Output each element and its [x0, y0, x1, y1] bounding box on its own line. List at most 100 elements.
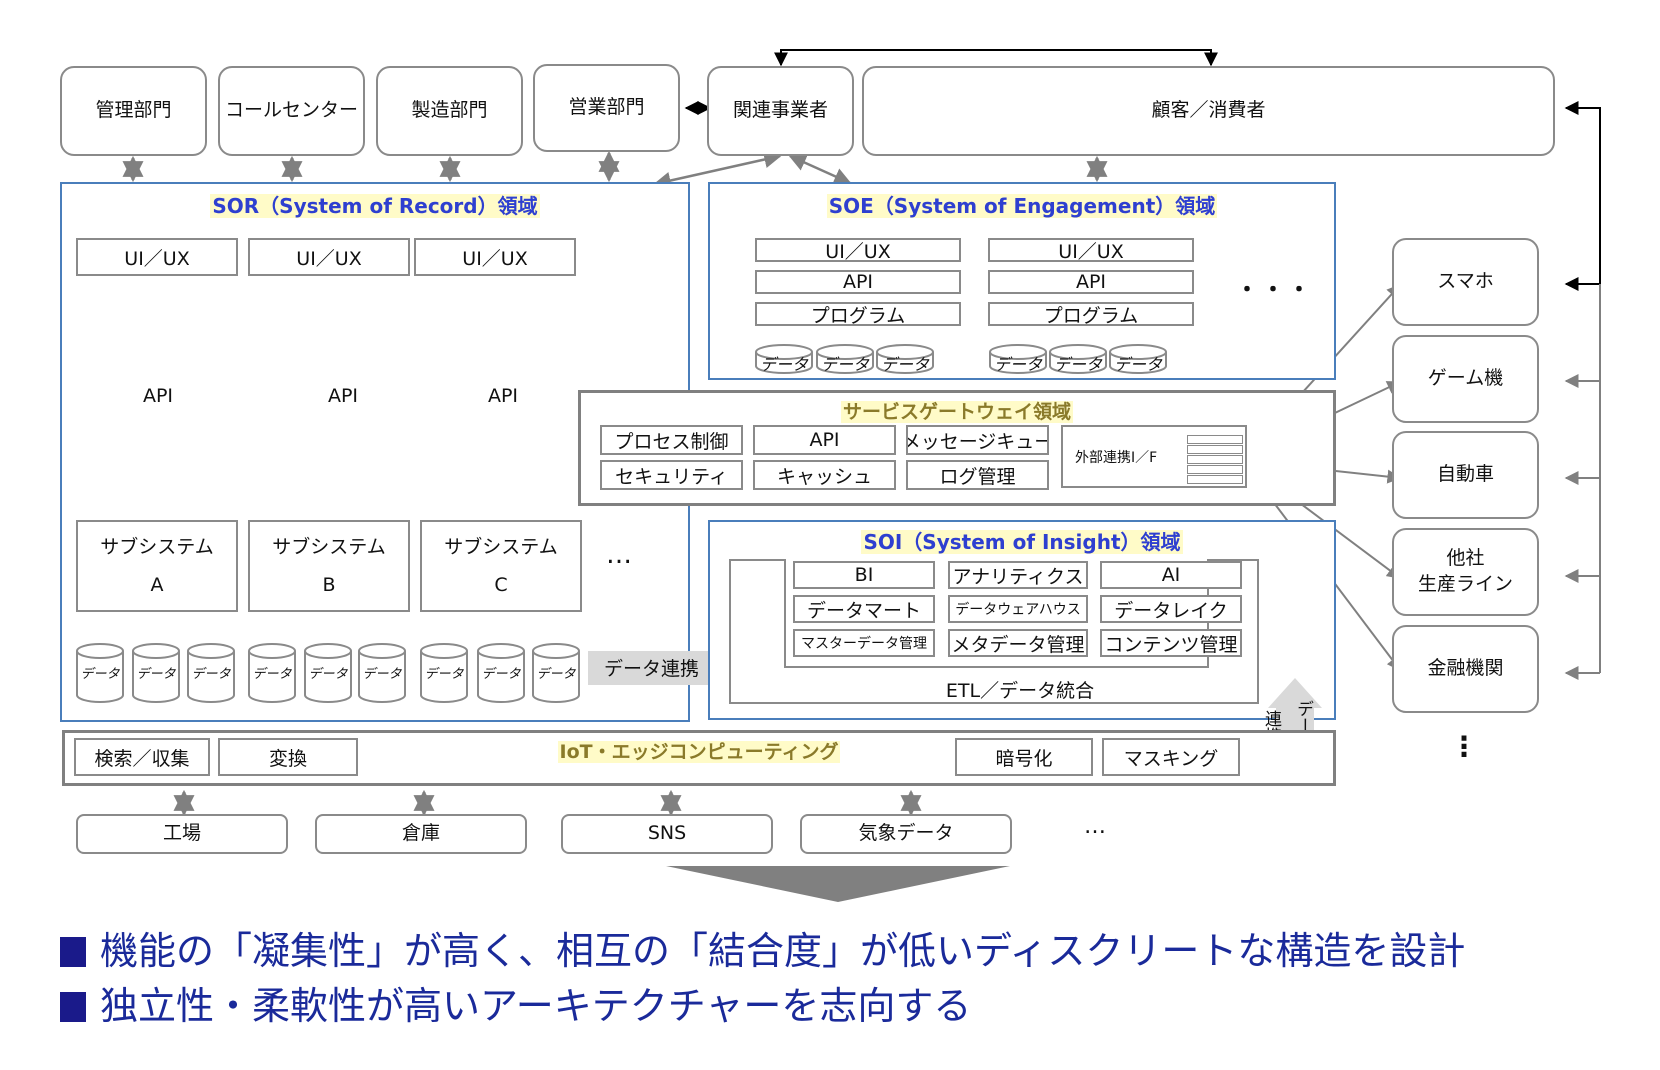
- data-store-label: データ: [1113, 355, 1162, 374]
- source-sns: SNS: [561, 814, 773, 854]
- data-store-label: データ: [362, 667, 402, 682]
- device-game-console: ゲーム機: [1392, 335, 1539, 423]
- data-store: データ: [989, 344, 1047, 374]
- data-store-label: データ: [136, 667, 176, 682]
- data-store: データ: [187, 643, 235, 703]
- soe-ellipsis: ・・・: [1236, 278, 1315, 303]
- data-store-label: データ: [880, 355, 929, 374]
- dept-label: 関連事業者: [732, 99, 828, 122]
- sor-ui-b: UI／UX: [248, 238, 410, 276]
- data-store: データ: [304, 643, 352, 703]
- data-link-arrow: データ連携: [588, 642, 740, 694]
- soe-program-1: プログラム: [755, 302, 961, 326]
- iot-encryption: 暗号化: [955, 738, 1093, 776]
- partner-customer-link: [774, 49, 1218, 67]
- soi-item: AI: [1100, 561, 1242, 589]
- data-link-label: データ連携: [604, 658, 700, 680]
- source-warehouse: 倉庫: [315, 814, 527, 854]
- sor-ui-c: UI／UX: [414, 238, 576, 276]
- sor-api-label-b: API: [327, 385, 359, 407]
- device-financial-institution: 金融機関: [1392, 625, 1539, 713]
- soi-item: データレイク: [1100, 595, 1242, 623]
- gateway-message-queue: メッセージキュー: [906, 425, 1049, 455]
- data-store: データ: [76, 643, 124, 703]
- data-store-label: データ: [308, 667, 348, 682]
- data-store: データ: [532, 643, 580, 703]
- sor-api-label-a: API: [142, 385, 174, 407]
- partner-companies: 関連事業者: [707, 66, 854, 156]
- soe-title: SOE（System of Engagement）領域: [826, 194, 1218, 218]
- port: [1187, 465, 1243, 474]
- data-store-label: データ: [993, 355, 1042, 374]
- source-factory: 工場: [76, 814, 288, 854]
- conclusion-text: 機能の「凝集性」が高く、相互の「結合度」が低いディスクリートな構造を設計: [100, 929, 1466, 973]
- gateway-process-control: プロセス制御: [600, 425, 743, 455]
- data-store-label: データ: [424, 667, 464, 682]
- data-store: データ: [1049, 344, 1107, 374]
- soi-item: データマート: [793, 595, 935, 623]
- dept-sales: 営業部門: [533, 64, 680, 152]
- device-smartphone: スマホ: [1392, 238, 1539, 326]
- data-store-label: データ: [191, 667, 231, 682]
- port: [1187, 475, 1243, 484]
- sor-ellipsis: …: [606, 540, 638, 570]
- data-store-label: データ: [820, 355, 869, 374]
- soe-ui-2: UI／UX: [988, 238, 1194, 262]
- down-arrow-icon: [666, 866, 1010, 902]
- etl-label: ETL／データ統合: [945, 680, 1095, 702]
- dept-label: 管理部門: [95, 99, 172, 122]
- data-store-label: データ: [536, 667, 576, 682]
- sor-title: SOR（System of Record）領域: [210, 194, 540, 218]
- data-link-arrow-icon: [588, 642, 740, 694]
- soi-item: BI: [793, 561, 935, 589]
- data-store-label: データ: [759, 355, 808, 374]
- external-if-label: 外部連携I／F: [1075, 450, 1158, 466]
- data-store: データ: [876, 344, 934, 374]
- dept-callcenter: コールセンター: [218, 66, 365, 156]
- source-weather: 気象データ: [800, 814, 1012, 854]
- dept-admin: 管理部門: [60, 66, 207, 156]
- sor-ui-a: UI／UX: [76, 238, 238, 276]
- iot-transform: 変換: [218, 738, 358, 776]
- bullet-square-icon: [60, 937, 86, 967]
- conclusion-text: 独立性・柔軟性が高いアーキテクチャーを志向する: [100, 984, 972, 1028]
- gateway-title: サービスゲートウェイ領域: [840, 401, 1073, 423]
- customer-smartphone-link: [1564, 101, 1601, 291]
- soi-item: マスターデータ管理: [793, 629, 935, 657]
- data-store-label: データ: [252, 667, 292, 682]
- iot-masking: マスキング: [1102, 738, 1240, 776]
- external-if-box: 外部連携I／F: [1061, 425, 1247, 488]
- soi-title: SOI（System of Insight）領域: [861, 530, 1183, 554]
- soi-item: メタデータ管理: [948, 629, 1088, 657]
- dept-label: 営業部門: [568, 96, 645, 119]
- data-store-label: データ: [481, 667, 521, 682]
- iot-search-collect: 検索／収集: [74, 738, 210, 776]
- bullet-square-icon: [60, 992, 86, 1022]
- data-store-label: データ: [80, 667, 120, 682]
- gateway-security: セキュリティ: [600, 460, 743, 490]
- soe-api-1: API: [755, 270, 961, 294]
- gateway-api: API: [753, 425, 896, 455]
- dept-label: 製造部門: [411, 99, 488, 122]
- soe-ui-1: UI／UX: [755, 238, 961, 262]
- data-store: データ: [755, 344, 813, 374]
- data-store: データ: [248, 643, 296, 703]
- conclusion-1: 機能の「凝集性」が高く、相互の「結合度」が低いディスクリートな構造を設計: [60, 920, 1465, 975]
- external-if-ports: [1187, 435, 1243, 484]
- soe-program-2: プログラム: [988, 302, 1194, 326]
- port: [1187, 435, 1243, 444]
- dept-label: コールセンター: [224, 99, 358, 122]
- data-store: データ: [477, 643, 525, 703]
- devices-ellipsis: ⋮: [1450, 730, 1478, 763]
- iot-title: IoT・エッジコンピューティング: [557, 741, 841, 763]
- soe-api-2: API: [988, 270, 1194, 294]
- gateway-cache: キャッシュ: [753, 460, 896, 490]
- sources-ellipsis: …: [1084, 814, 1106, 839]
- data-store-label: データ: [1053, 355, 1102, 374]
- port: [1187, 445, 1243, 454]
- soi-item: アナリティクス: [948, 561, 1088, 589]
- etl-frame: [729, 559, 1259, 704]
